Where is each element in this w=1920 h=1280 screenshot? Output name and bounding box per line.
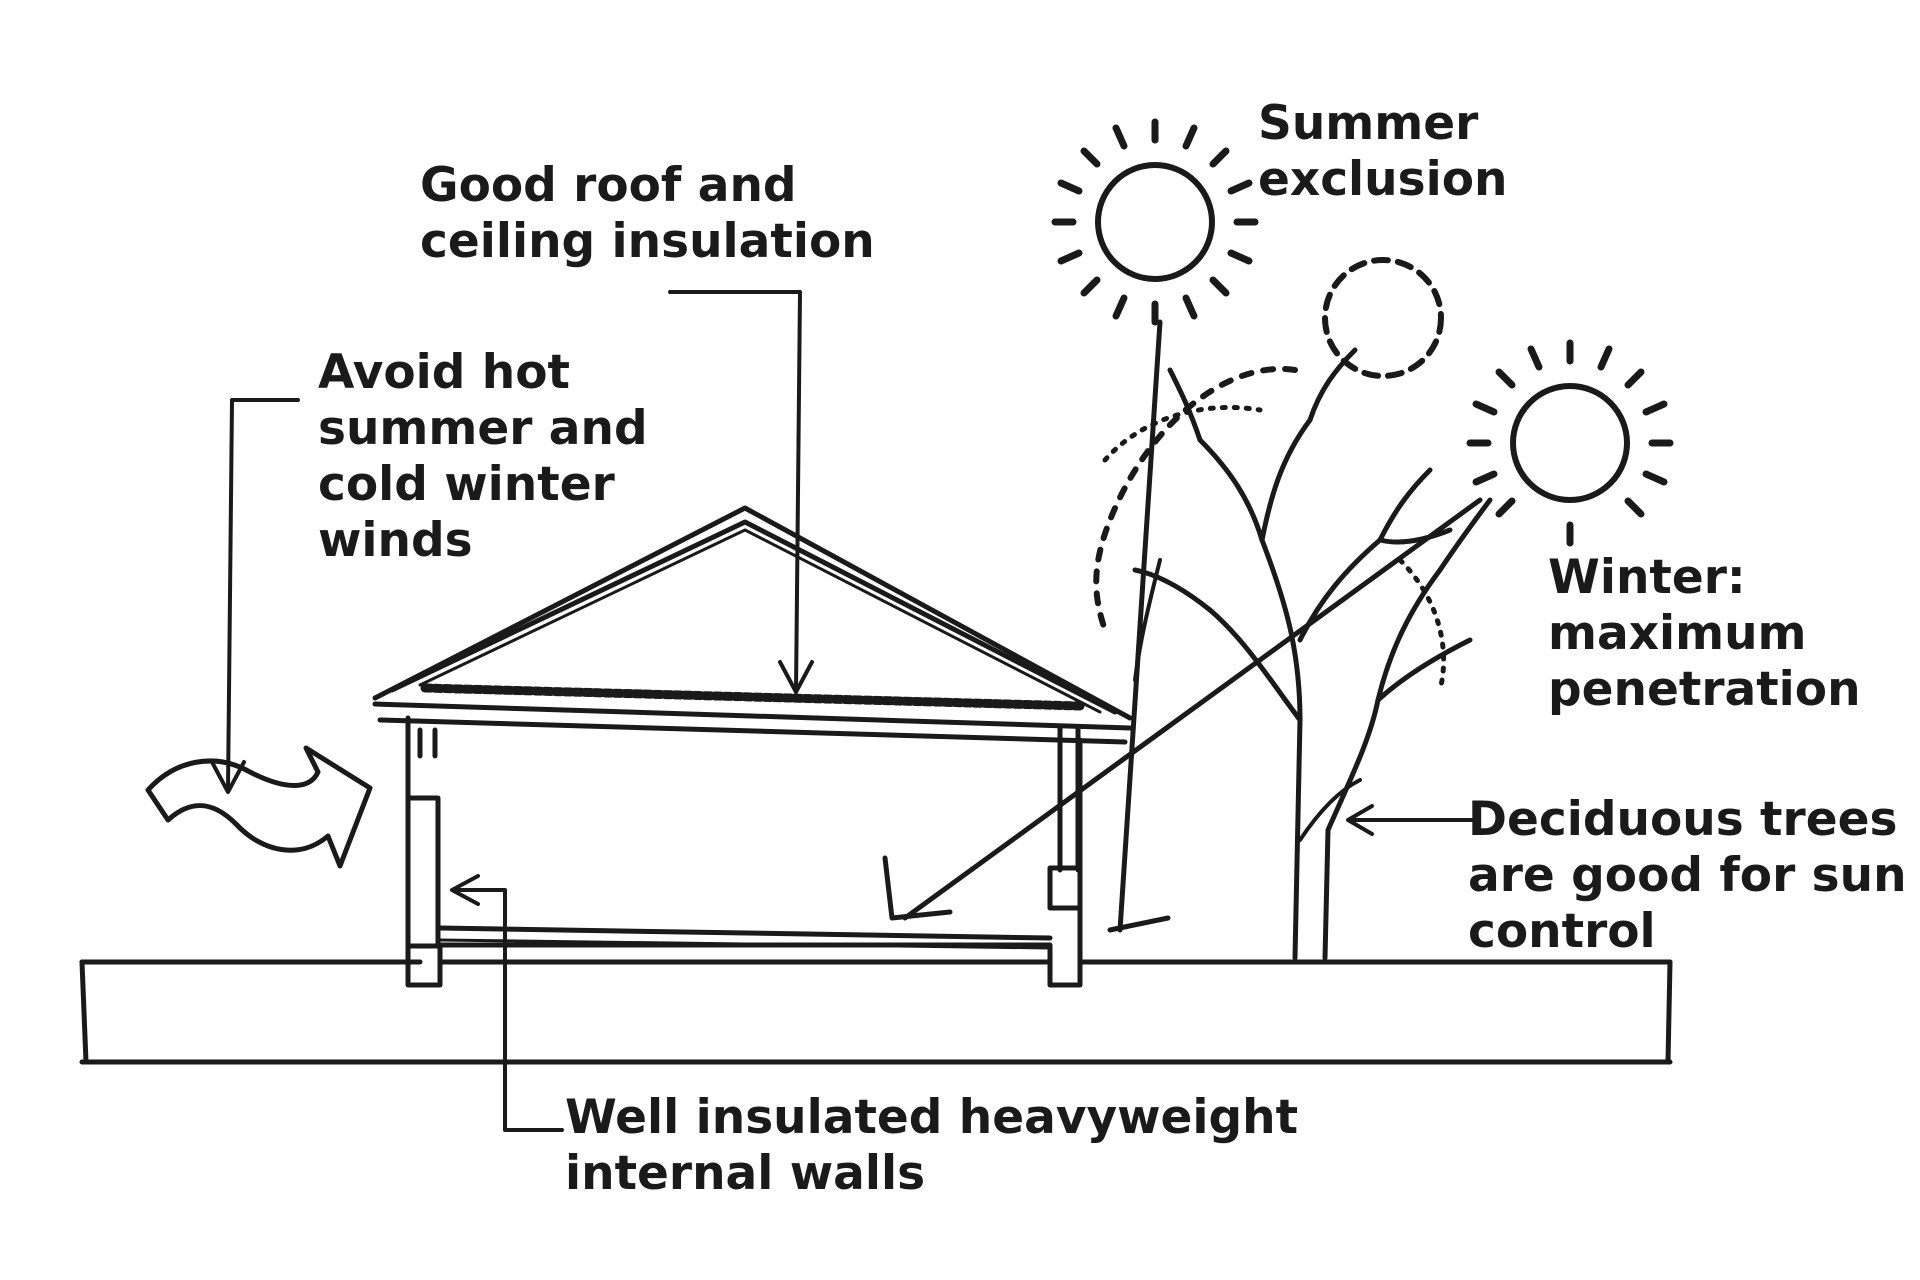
ceiling bbox=[372, 701, 1133, 731]
roof-insulation-label: Good roof and ceiling insulation bbox=[420, 158, 875, 270]
summer-sun-ray bbox=[1107, 319, 1171, 933]
midseason-sun-arc bbox=[1093, 365, 1298, 633]
tree-foliage-dotted bbox=[1102, 405, 1447, 693]
roof-insulation bbox=[420, 683, 1085, 711]
label-line: ceiling insulation bbox=[420, 214, 875, 269]
label-line: are good for sun bbox=[1468, 848, 1907, 903]
internal-walls-label: Well insulated heavyweight internal wall… bbox=[565, 1090, 1298, 1202]
right-wall bbox=[1057, 725, 1081, 873]
label-line: Good roof and bbox=[420, 158, 797, 213]
label-line: exclusion bbox=[1258, 152, 1508, 207]
winter-sun-icon bbox=[1466, 339, 1674, 547]
wind-arrow-icon bbox=[145, 745, 373, 869]
ground-slab bbox=[79, 959, 1673, 1065]
winter-sun-ray bbox=[882, 497, 1483, 921]
label-line: cold winter bbox=[318, 457, 615, 512]
label-line: Summer bbox=[1258, 96, 1479, 151]
label-line: maximum bbox=[1548, 606, 1807, 661]
deciduous-trees-label: Deciduous trees are good for sun control bbox=[1468, 792, 1907, 960]
winter-penetration-label: Winter: maximum penetration bbox=[1548, 550, 1861, 718]
label-line: Winter: bbox=[1548, 550, 1746, 605]
deciduous-tree-icon bbox=[1132, 347, 1493, 961]
summer-exclusion-label: Summer exclusion bbox=[1258, 96, 1507, 208]
label-line: Well insulated heavyweight bbox=[565, 1090, 1299, 1145]
label-line: Deciduous trees bbox=[1468, 792, 1898, 847]
label-line: penetration bbox=[1548, 662, 1861, 717]
label-line: control bbox=[1468, 904, 1656, 959]
label-line: winds bbox=[318, 513, 473, 568]
wind-leader bbox=[226, 398, 300, 792]
label-line: summer and bbox=[318, 401, 648, 456]
label-line: internal walls bbox=[565, 1146, 926, 1201]
roof-leader bbox=[668, 290, 802, 694]
midseason-sun-icon bbox=[1322, 257, 1444, 379]
summer-sun-icon bbox=[1051, 118, 1259, 326]
roof bbox=[372, 505, 1133, 721]
leader-lines bbox=[210, 290, 1480, 1132]
house-section bbox=[372, 505, 1133, 988]
wind-avoidance-label: Avoid hot summer and cold winter winds bbox=[318, 345, 648, 569]
walls-leader bbox=[453, 888, 564, 1132]
floor bbox=[437, 925, 1053, 941]
label-line: Avoid hot bbox=[318, 345, 570, 400]
